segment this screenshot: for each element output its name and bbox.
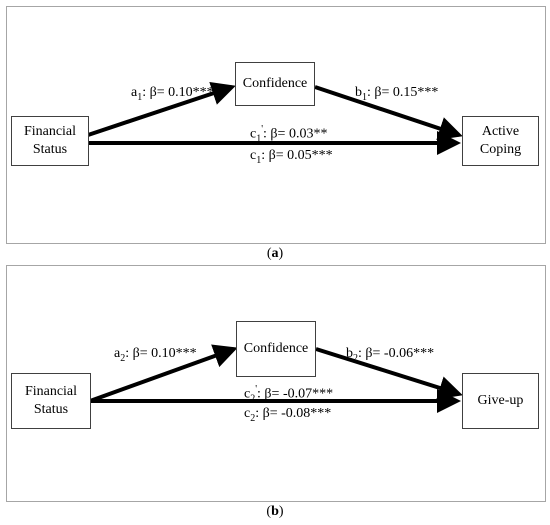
caption-b: (b) <box>266 504 284 519</box>
arrow-a-path <box>87 81 236 137</box>
path-b-label: b2: β= -0.06*** <box>346 346 435 364</box>
node-give-up: Give-up <box>462 373 539 429</box>
path-b-label: b1: β= 0.15*** <box>355 85 439 103</box>
path-c-label: c1: β= 0.05*** <box>250 148 333 166</box>
panel-b-arrows <box>89 344 463 413</box>
node-financial-status: Financial Status <box>11 373 91 429</box>
node-financial-status: Financial Status <box>11 116 89 166</box>
arrow-a-path <box>89 344 238 403</box>
arrow-b-path <box>314 85 463 141</box>
panel-a: Financial Status Confidence Active Copin… <box>6 6 546 244</box>
node-active-coping: Active Coping <box>462 116 539 166</box>
path-c-label: c2: β= -0.08*** <box>244 406 332 424</box>
caption-a: (a) <box>266 246 284 261</box>
path-c-prime-label: c2': β= -0.07*** <box>244 384 334 405</box>
node-confidence: Confidence <box>235 62 315 106</box>
node-confidence: Confidence <box>236 321 316 377</box>
panel-a-arrows <box>87 81 463 155</box>
path-a-label: a1: β= 0.10*** <box>131 85 214 103</box>
path-a-label: a2: β= 0.10*** <box>114 346 197 364</box>
arrow-b-path <box>315 347 463 400</box>
panel-b: Financial Status Confidence Give-up a2: … <box>6 265 546 502</box>
path-c-prime-label: c1': β= 0.03** <box>250 124 328 145</box>
